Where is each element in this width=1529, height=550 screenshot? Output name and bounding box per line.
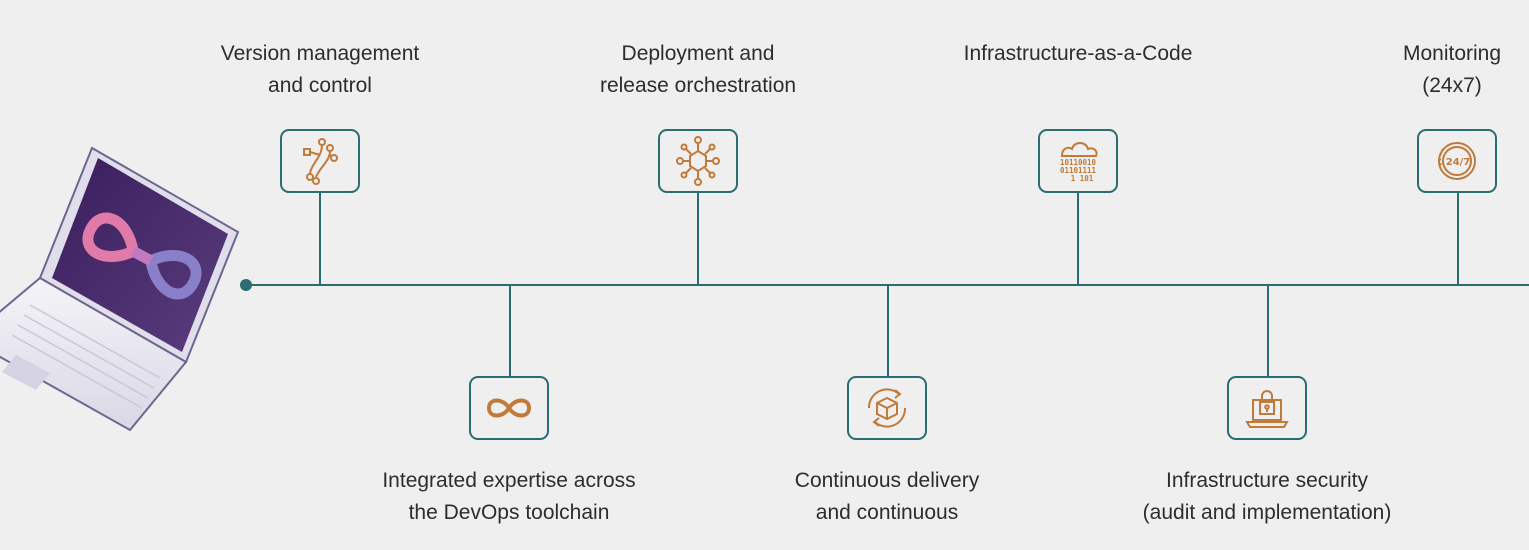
connector-top-2 xyxy=(1077,193,1079,285)
lock-laptop-icon xyxy=(1245,390,1289,428)
binary-row-1: 01101111 xyxy=(1060,166,1097,175)
clock-24-7-icon: 24/7 xyxy=(1438,142,1476,180)
cloud-code-icon: 10110010 01101111 1 101 xyxy=(1060,142,1098,183)
deployment-card xyxy=(658,129,738,193)
monitoring-card: 24/7 xyxy=(1417,129,1497,193)
network-icon xyxy=(676,136,720,186)
top-label-0: Version management and control xyxy=(220,42,420,97)
infinity-icon xyxy=(486,398,532,418)
connector-bottom-2 xyxy=(1267,285,1269,377)
clock-text: 24/7 xyxy=(1446,157,1471,168)
toolchain-card xyxy=(469,376,549,440)
top-label-3: Monitoring (24x7) xyxy=(1402,42,1502,97)
branch-icon xyxy=(303,138,338,185)
delivery-card xyxy=(847,376,927,440)
security-card xyxy=(1227,376,1307,440)
connector-bottom-1 xyxy=(887,285,889,377)
delivery-cycle-icon xyxy=(867,388,907,428)
binary-row-0: 10110010 xyxy=(1060,158,1097,167)
iac-card: 10110010 01101111 1 101 xyxy=(1038,129,1118,193)
binary-row-2: 1 101 xyxy=(1071,174,1094,183)
connector-bottom-0 xyxy=(509,285,511,377)
connector-top-1 xyxy=(697,193,699,285)
bottom-label-2: Infrastructure security (audit and imple… xyxy=(1142,469,1392,524)
top-label-1: Deployment and release orchestration xyxy=(599,42,797,97)
laptop-devops-icon xyxy=(0,146,240,432)
top-label-2: Infrastructure-as-a-Code xyxy=(963,42,1193,65)
bottom-label-0: Integrated expertise across the DevOps t… xyxy=(382,469,636,524)
bottom-label-1: Continuous delivery and continuous xyxy=(794,469,980,524)
connector-top-3 xyxy=(1457,193,1459,285)
version-control-card xyxy=(280,129,360,193)
connector-top-0 xyxy=(319,193,321,285)
